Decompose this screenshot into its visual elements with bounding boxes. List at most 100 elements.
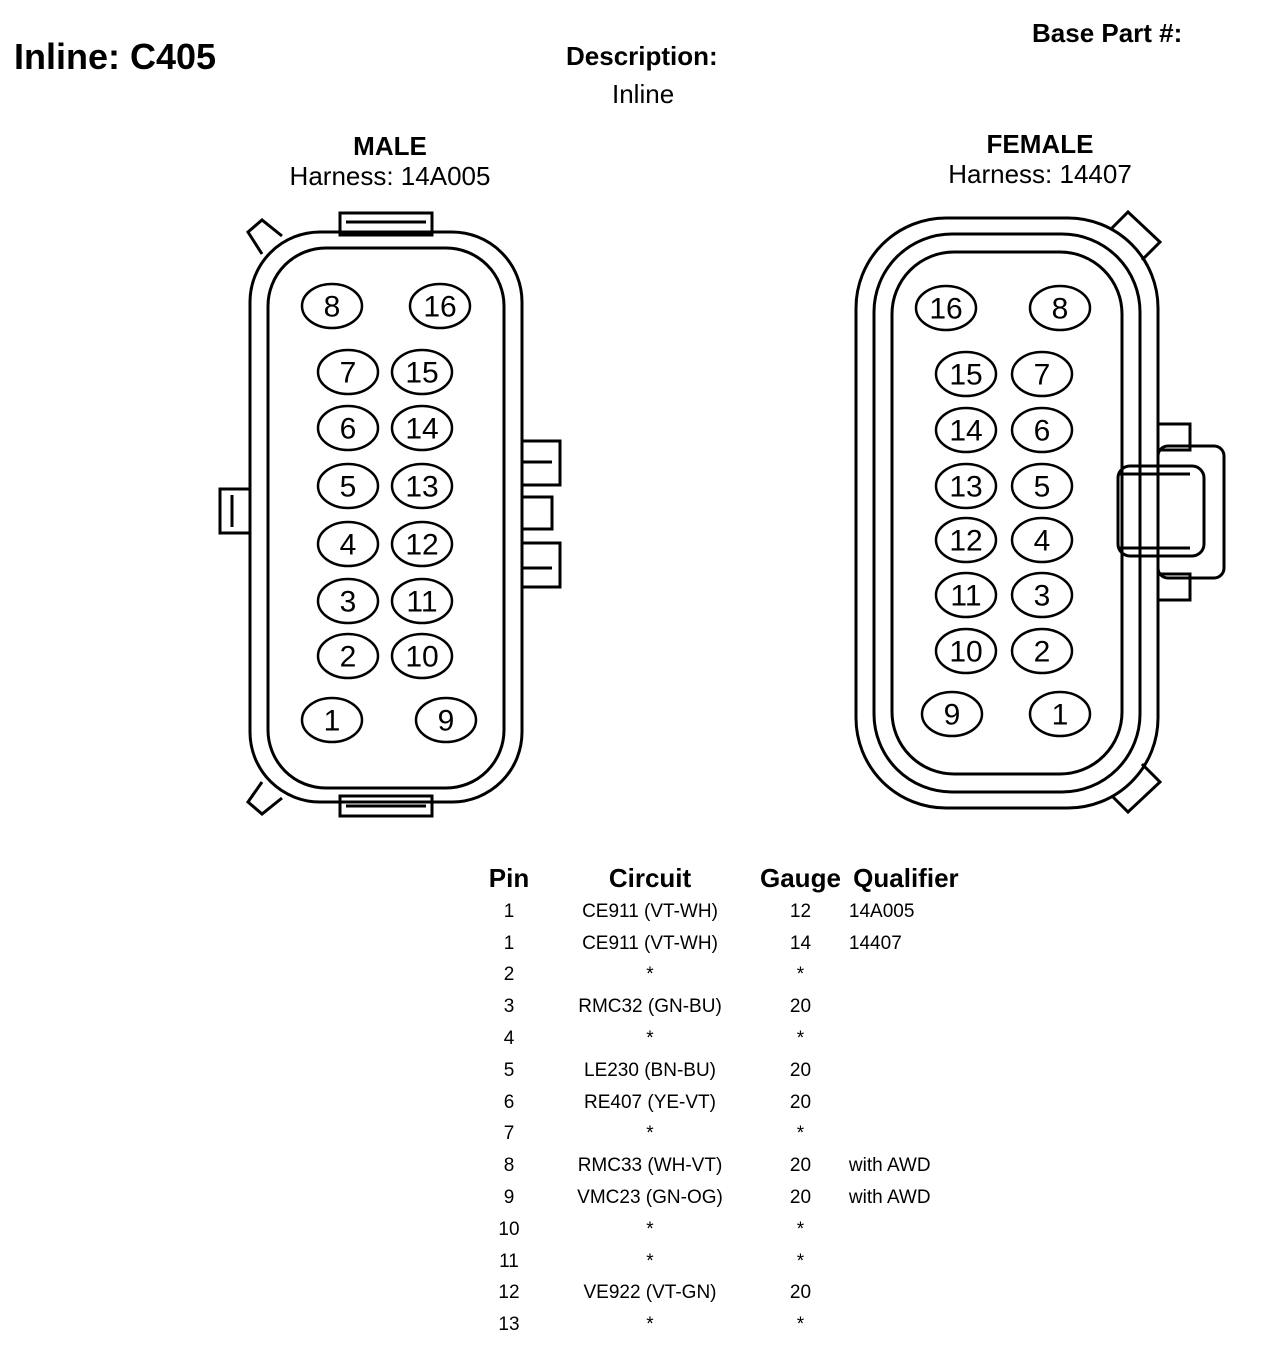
circuit-cell: * [646,1250,654,1272]
gauge-cell: 20 [789,996,812,1018]
female-title: FEMALE [986,129,1094,159]
pin-circle [914,284,978,332]
male-harness: Harness: 14A005 [289,161,491,191]
connector-title: Inline: C405 [14,36,217,77]
qualifier-cell [841,1214,971,1246]
gauge-cell: 20 [789,1282,812,1304]
pin-number: 4 [340,529,357,562]
pin-cell: 9 [503,1187,515,1209]
pin-cell: 13 [498,1314,520,1336]
qualifier-cell: 14A005 [848,900,915,922]
pin-cell: 3 [503,996,515,1018]
pin-number: 8 [324,291,341,324]
gauge-cell: * [796,1123,805,1145]
pin-number: 12 [949,525,982,558]
pin-table-header-row: Pin Circuit Gauge Qualifier [478,860,971,896]
circuit-cell: * [646,1028,654,1050]
table-row: 1 CE911 (VT-WH) 14 14407 [478,928,971,960]
pin-number: 1 [1052,699,1069,732]
table-row: 13 * * [478,1309,971,1341]
circuit-cell: RMC33 (WH-VT) [577,1155,723,1177]
qualifier-cell [841,960,971,992]
gauge-cell: 20 [789,1091,812,1113]
pin-circle [1010,406,1074,454]
pin-number: 3 [1034,580,1051,613]
pin-number: 11 [406,586,437,619]
gauge-cell: 14 [789,932,812,954]
pin-cell: 4 [503,1028,515,1050]
pin-circle [1010,571,1074,619]
pin-circle [1010,516,1074,564]
description-label: Description: [566,41,718,71]
pin-number: 10 [949,636,982,669]
gauge-cell: * [796,1314,805,1336]
table-row: 7 * * [478,1119,971,1151]
pin-circle [934,516,998,564]
female-harness: Harness: 14407 [948,159,1132,189]
pin-circle [390,462,454,510]
circuit-cell: * [646,1314,654,1336]
table-row: 11** [478,1246,971,1278]
pin-column-header: Pin [488,862,530,893]
female-connector-shell [854,209,1226,815]
circuit-cell: CE911 (VT-WH) [582,932,718,954]
pin-number: 6 [340,413,357,446]
pin-circle [316,577,380,625]
gauge-cell: 20 [789,1187,812,1209]
gauge-cell: 12 [789,900,812,922]
pin-circle [934,406,998,454]
pin-number: 9 [944,699,961,732]
pin-circle [316,404,380,452]
male-connector-shell [218,211,562,818]
qualifier-cell: with AWD [848,1187,931,1209]
table-row: 4 * * [478,1023,971,1055]
pin-circle [316,348,380,396]
circuit-cell: * [646,1123,654,1145]
pin-cell: 5 [503,1059,515,1081]
table-row: 2** [478,960,971,992]
pin-cell: 6 [503,1091,515,1113]
pin-cell: 1 [503,932,515,954]
male-title: MALE [353,131,427,161]
female-connector-heading: FEMALE Harness: 14407 [880,129,1200,189]
qualifier-cell [841,991,971,1023]
pin-number: 13 [949,471,982,504]
qualifier-cell: 14407 [848,932,902,954]
pin-number: 15 [405,357,438,390]
qualifier-cell [841,1087,971,1119]
pin-cell: 8 [503,1155,515,1177]
pin-circle [316,632,380,680]
pin-circle [920,690,984,738]
pin-circle [390,348,454,396]
pin-number: 14 [405,413,438,446]
pin-circle [300,696,364,744]
pin-number: 9 [438,705,455,738]
circuit-cell: VE922 (VT-GN) [583,1282,717,1304]
pin-number: 2 [1034,636,1051,669]
circuit-cell: * [646,964,654,986]
gauge-cell: * [796,1028,805,1050]
gauge-cell: 20 [789,1059,812,1081]
pin-circle [1010,627,1074,675]
pin-number: 10 [405,641,438,674]
qualifier-cell [841,1246,971,1278]
circuit-cell: CE911 (VT-WH) [582,900,718,922]
pin-circle [316,520,380,568]
pin-number: 16 [929,293,962,326]
pin-circle [1028,690,1092,738]
qualifier-cell [841,1278,971,1310]
pin-table: Pin Circuit Gauge Qualifier 1 CE911 (VT-W… [478,860,971,1341]
description-value: Inline [612,79,675,109]
pin-circle [390,632,454,680]
pin-circle [390,577,454,625]
circuit-cell: VMC23 (GN-OG) [577,1187,723,1209]
pin-number: 1 [324,705,341,738]
pin-number: 16 [423,291,456,324]
pin-cell: 7 [503,1123,515,1145]
gauge-column-header: Gauge [760,862,841,893]
gauge-cell: 20 [789,1155,812,1177]
